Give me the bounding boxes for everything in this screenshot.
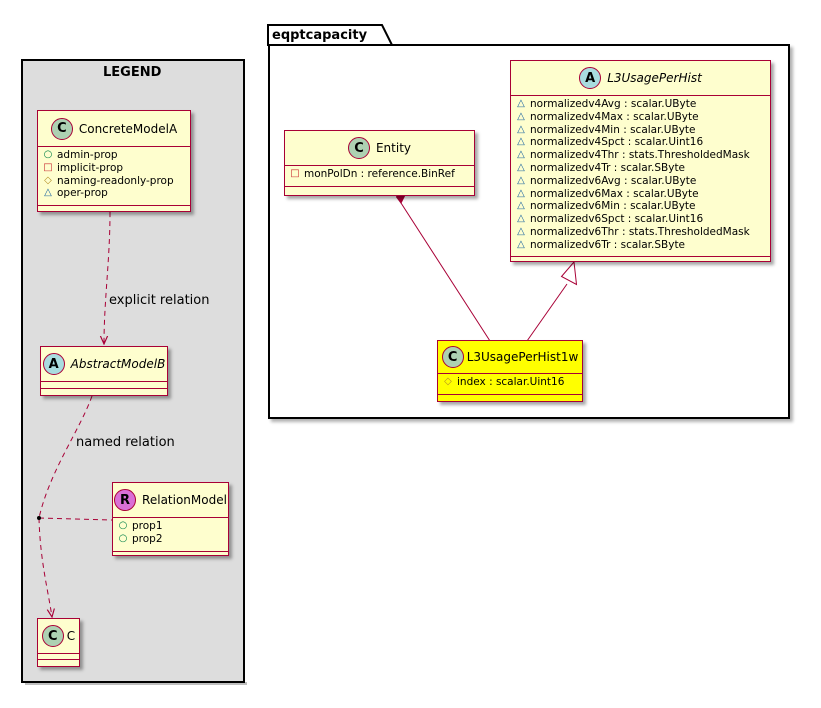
attribute-row: △oper-prop xyxy=(44,187,108,200)
legend-shadow xyxy=(25,682,247,685)
package-visibility-icon: △ xyxy=(517,110,525,122)
class-name: ConcreteModelA xyxy=(78,121,178,136)
attribute-row: ○prop2 xyxy=(118,532,163,545)
class-badge-icon: C xyxy=(347,137,370,159)
relation-join-point xyxy=(37,516,41,520)
attribute-row: △normalizedv6Avg : scalar.UByte xyxy=(517,174,697,187)
legend-title: LEGEND xyxy=(103,65,162,80)
protected-visibility-icon: ◇ xyxy=(44,174,52,186)
attribute-row: △normalizedv4Thr : stats.ThresholdedMask xyxy=(517,149,750,162)
attribute-row: △normalizedv4Max : scalar.UByte xyxy=(517,110,699,123)
attribute-row: □implicit-prop xyxy=(43,161,124,174)
attribute-row: △normalizedv4Avg : scalar.UByte xyxy=(517,98,697,110)
composition-edge xyxy=(400,202,491,342)
package-visibility-icon: △ xyxy=(517,213,525,225)
class-l3-usage-per-hist-1w[interactable]: C L3UsagePerHist1w ◇index : scalar.Uint1… xyxy=(437,340,583,402)
private-visibility-icon: □ xyxy=(43,161,53,173)
relation-badge-icon: R xyxy=(114,489,137,511)
protected-visibility-icon: ◇ xyxy=(444,376,452,387)
attribute-row: △normalizedv6Max : scalar.UByte xyxy=(517,187,699,200)
package-visibility-icon: △ xyxy=(517,161,525,173)
public-visibility-icon: ○ xyxy=(118,532,128,544)
attribute-row: △normalizedv4Spct : scalar.Uint16 xyxy=(517,136,704,149)
class-name: Entity xyxy=(375,141,412,155)
package-visibility-icon: △ xyxy=(517,238,525,250)
named-relation-label: named relation xyxy=(76,435,175,450)
package-title: eqptcapacity xyxy=(272,28,368,43)
class-relation-model[interactable]: R RelationModel ○prop1 ○prop2 xyxy=(112,482,229,556)
class-abstract-model-b[interactable]: A AbstractModelB xyxy=(40,346,168,396)
named-relation-edge xyxy=(38,395,93,519)
generalization-triangle-icon xyxy=(560,260,578,286)
explicit-relation-label: explicit relation xyxy=(109,293,210,308)
public-visibility-icon: ○ xyxy=(118,520,128,531)
package-visibility-icon: △ xyxy=(44,187,52,199)
attribute-row: △normalizedv6Tr : scalar.SByte xyxy=(517,238,686,251)
attribute-row: △normalizedv4Min : scalar.UByte xyxy=(517,123,696,136)
abstract-badge-icon: A xyxy=(42,353,65,375)
class-name: AbstractModelB xyxy=(70,357,166,371)
package-eqptcapacity xyxy=(268,44,790,419)
class-concrete-model-a[interactable]: C ConcreteModelA ○admin-prop □implicit-p… xyxy=(37,110,191,212)
package-visibility-icon: △ xyxy=(517,136,525,148)
attribute-row: △normalizedv4Tr : scalar.SByte xyxy=(517,161,686,174)
class-l3-usage-per-hist[interactable]: A L3UsagePerHist △normalizedv4Avg : scal… xyxy=(510,60,771,262)
package-visibility-icon: △ xyxy=(517,225,525,237)
attribute-row: △normalizedv6Min : scalar.UByte xyxy=(517,200,696,213)
attribute-row: △normalizedv6Spct : scalar.Uint16 xyxy=(517,213,704,226)
class-name: L3UsagePerHist xyxy=(607,71,702,85)
class-badge-icon: C xyxy=(441,346,464,368)
attribute-row: ◇index : scalar.Uint16 xyxy=(444,376,565,388)
attribute-row: △normalizedv6Thr : stats.ThresholdedMask xyxy=(517,225,750,238)
class-entity[interactable]: C Entity □monPolDn : reference.BinRef xyxy=(284,130,475,196)
package-visibility-icon: △ xyxy=(517,200,525,212)
private-visibility-icon: □ xyxy=(290,168,300,179)
public-visibility-icon: ○ xyxy=(43,149,53,160)
generalization-edge xyxy=(526,283,568,342)
association-class-link xyxy=(38,517,113,521)
explicit-relation-edge xyxy=(104,211,111,344)
class-badge-icon: C xyxy=(50,117,73,140)
named-relation-target-edge xyxy=(38,517,52,617)
class-name: C xyxy=(66,629,76,643)
class-c[interactable]: C C xyxy=(37,618,80,667)
package-visibility-icon: △ xyxy=(517,149,525,161)
package-visibility-icon: △ xyxy=(517,98,525,109)
abstract-badge-icon: A xyxy=(579,67,602,89)
package-visibility-icon: △ xyxy=(517,187,525,199)
class-badge-icon: C xyxy=(41,625,64,647)
attribute-row: ○admin-prop xyxy=(43,149,118,161)
package-visibility-icon: △ xyxy=(517,123,525,135)
attribute-row: □monPolDn : reference.BinRef xyxy=(290,168,455,180)
package-visibility-icon: △ xyxy=(517,174,525,186)
class-name: L3UsagePerHist1w xyxy=(466,350,579,364)
attribute-row: ◇naming-readonly-prop xyxy=(44,174,174,187)
class-name: RelationModel xyxy=(142,493,227,507)
attribute-row: ○prop1 xyxy=(118,520,163,532)
